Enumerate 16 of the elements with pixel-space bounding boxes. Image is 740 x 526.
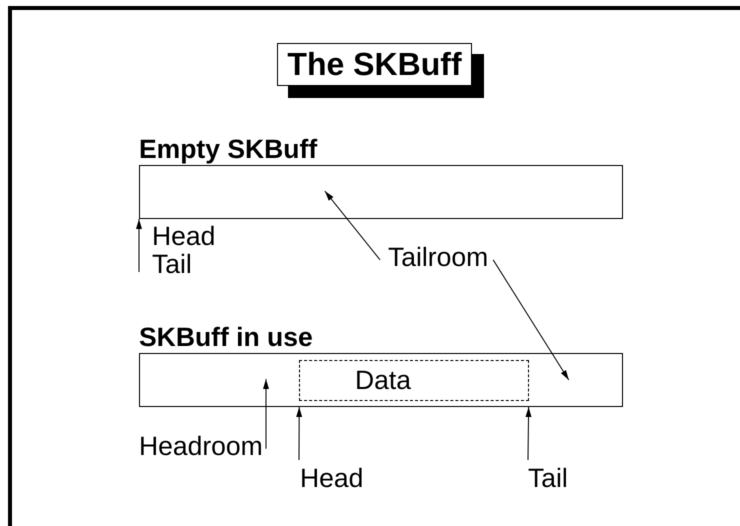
arrow (263, 378, 269, 450)
arrow (296, 406, 302, 460)
pointer-label: Tailroom (388, 243, 488, 271)
pointer-label: Head (300, 464, 364, 492)
arrow (324, 190, 380, 260)
arrow (492, 259, 570, 381)
title: The SKBuff (277, 43, 472, 86)
pointer-label: Tail (528, 464, 568, 492)
section-heading: Empty SKBuff (139, 135, 318, 163)
pointer-label: Tail (152, 250, 193, 278)
pointer-label: Headroom (139, 432, 263, 460)
pointer-label: Head (152, 222, 216, 250)
section-heading: SKBuff in use (139, 323, 313, 351)
arrow (136, 218, 142, 272)
arrow (526, 406, 532, 460)
data-region: Data (299, 360, 529, 401)
